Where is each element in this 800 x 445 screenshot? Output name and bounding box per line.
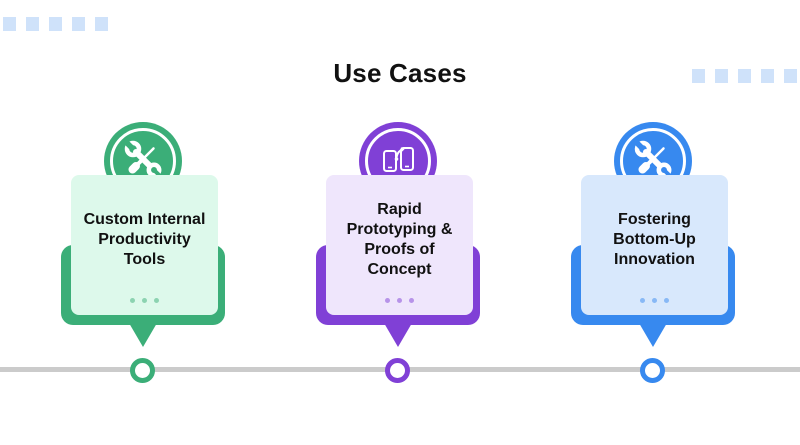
decor-square bbox=[26, 17, 39, 31]
decor-square bbox=[95, 17, 108, 31]
card-pointer bbox=[129, 323, 157, 347]
decor-square bbox=[49, 17, 62, 31]
card-title: Fostering Bottom-Up Innovation bbox=[613, 211, 696, 268]
decor-square bbox=[738, 69, 751, 83]
card-body: Custom Internal Productivity Tools bbox=[71, 175, 218, 315]
wrench-screwdriver-icon bbox=[633, 139, 673, 179]
use-case-card-custom-internal-productivity-tools: Custom Internal Productivity Tools bbox=[61, 120, 225, 390]
timeline-marker bbox=[640, 358, 665, 383]
use-case-card-fostering-bottom-up-innovation: Fostering Bottom-Up Innovation bbox=[571, 120, 735, 390]
card-body: Fostering Bottom-Up Innovation bbox=[581, 175, 728, 315]
card-title: Custom Internal Productivity Tools bbox=[83, 211, 206, 268]
decor-square bbox=[72, 17, 85, 31]
card-pointer bbox=[639, 323, 667, 347]
decor-square bbox=[784, 69, 797, 83]
decor-square bbox=[761, 69, 774, 83]
decor-squares-right bbox=[692, 69, 797, 83]
card-body: Rapid Prototyping & Proofs of Concept bbox=[326, 175, 473, 315]
timeline-marker bbox=[130, 358, 155, 383]
card-pointer bbox=[384, 323, 412, 347]
ellipsis-icon bbox=[326, 298, 473, 303]
devices-sync-icon bbox=[383, 147, 414, 172]
timeline-marker bbox=[385, 358, 410, 383]
decor-square bbox=[692, 69, 705, 83]
decor-square bbox=[3, 17, 16, 31]
card-title: Rapid Prototyping & Proofs of Concept bbox=[346, 201, 453, 278]
use-case-card-rapid-prototyping: Rapid Prototyping & Proofs of Concept bbox=[316, 120, 480, 390]
decor-squares-top-left bbox=[3, 17, 108, 31]
decor-square bbox=[715, 69, 728, 83]
wrench-screwdriver-icon bbox=[123, 139, 163, 179]
page-title: Use Cases bbox=[333, 58, 467, 88]
ellipsis-icon bbox=[71, 298, 218, 303]
ellipsis-icon bbox=[581, 298, 728, 303]
